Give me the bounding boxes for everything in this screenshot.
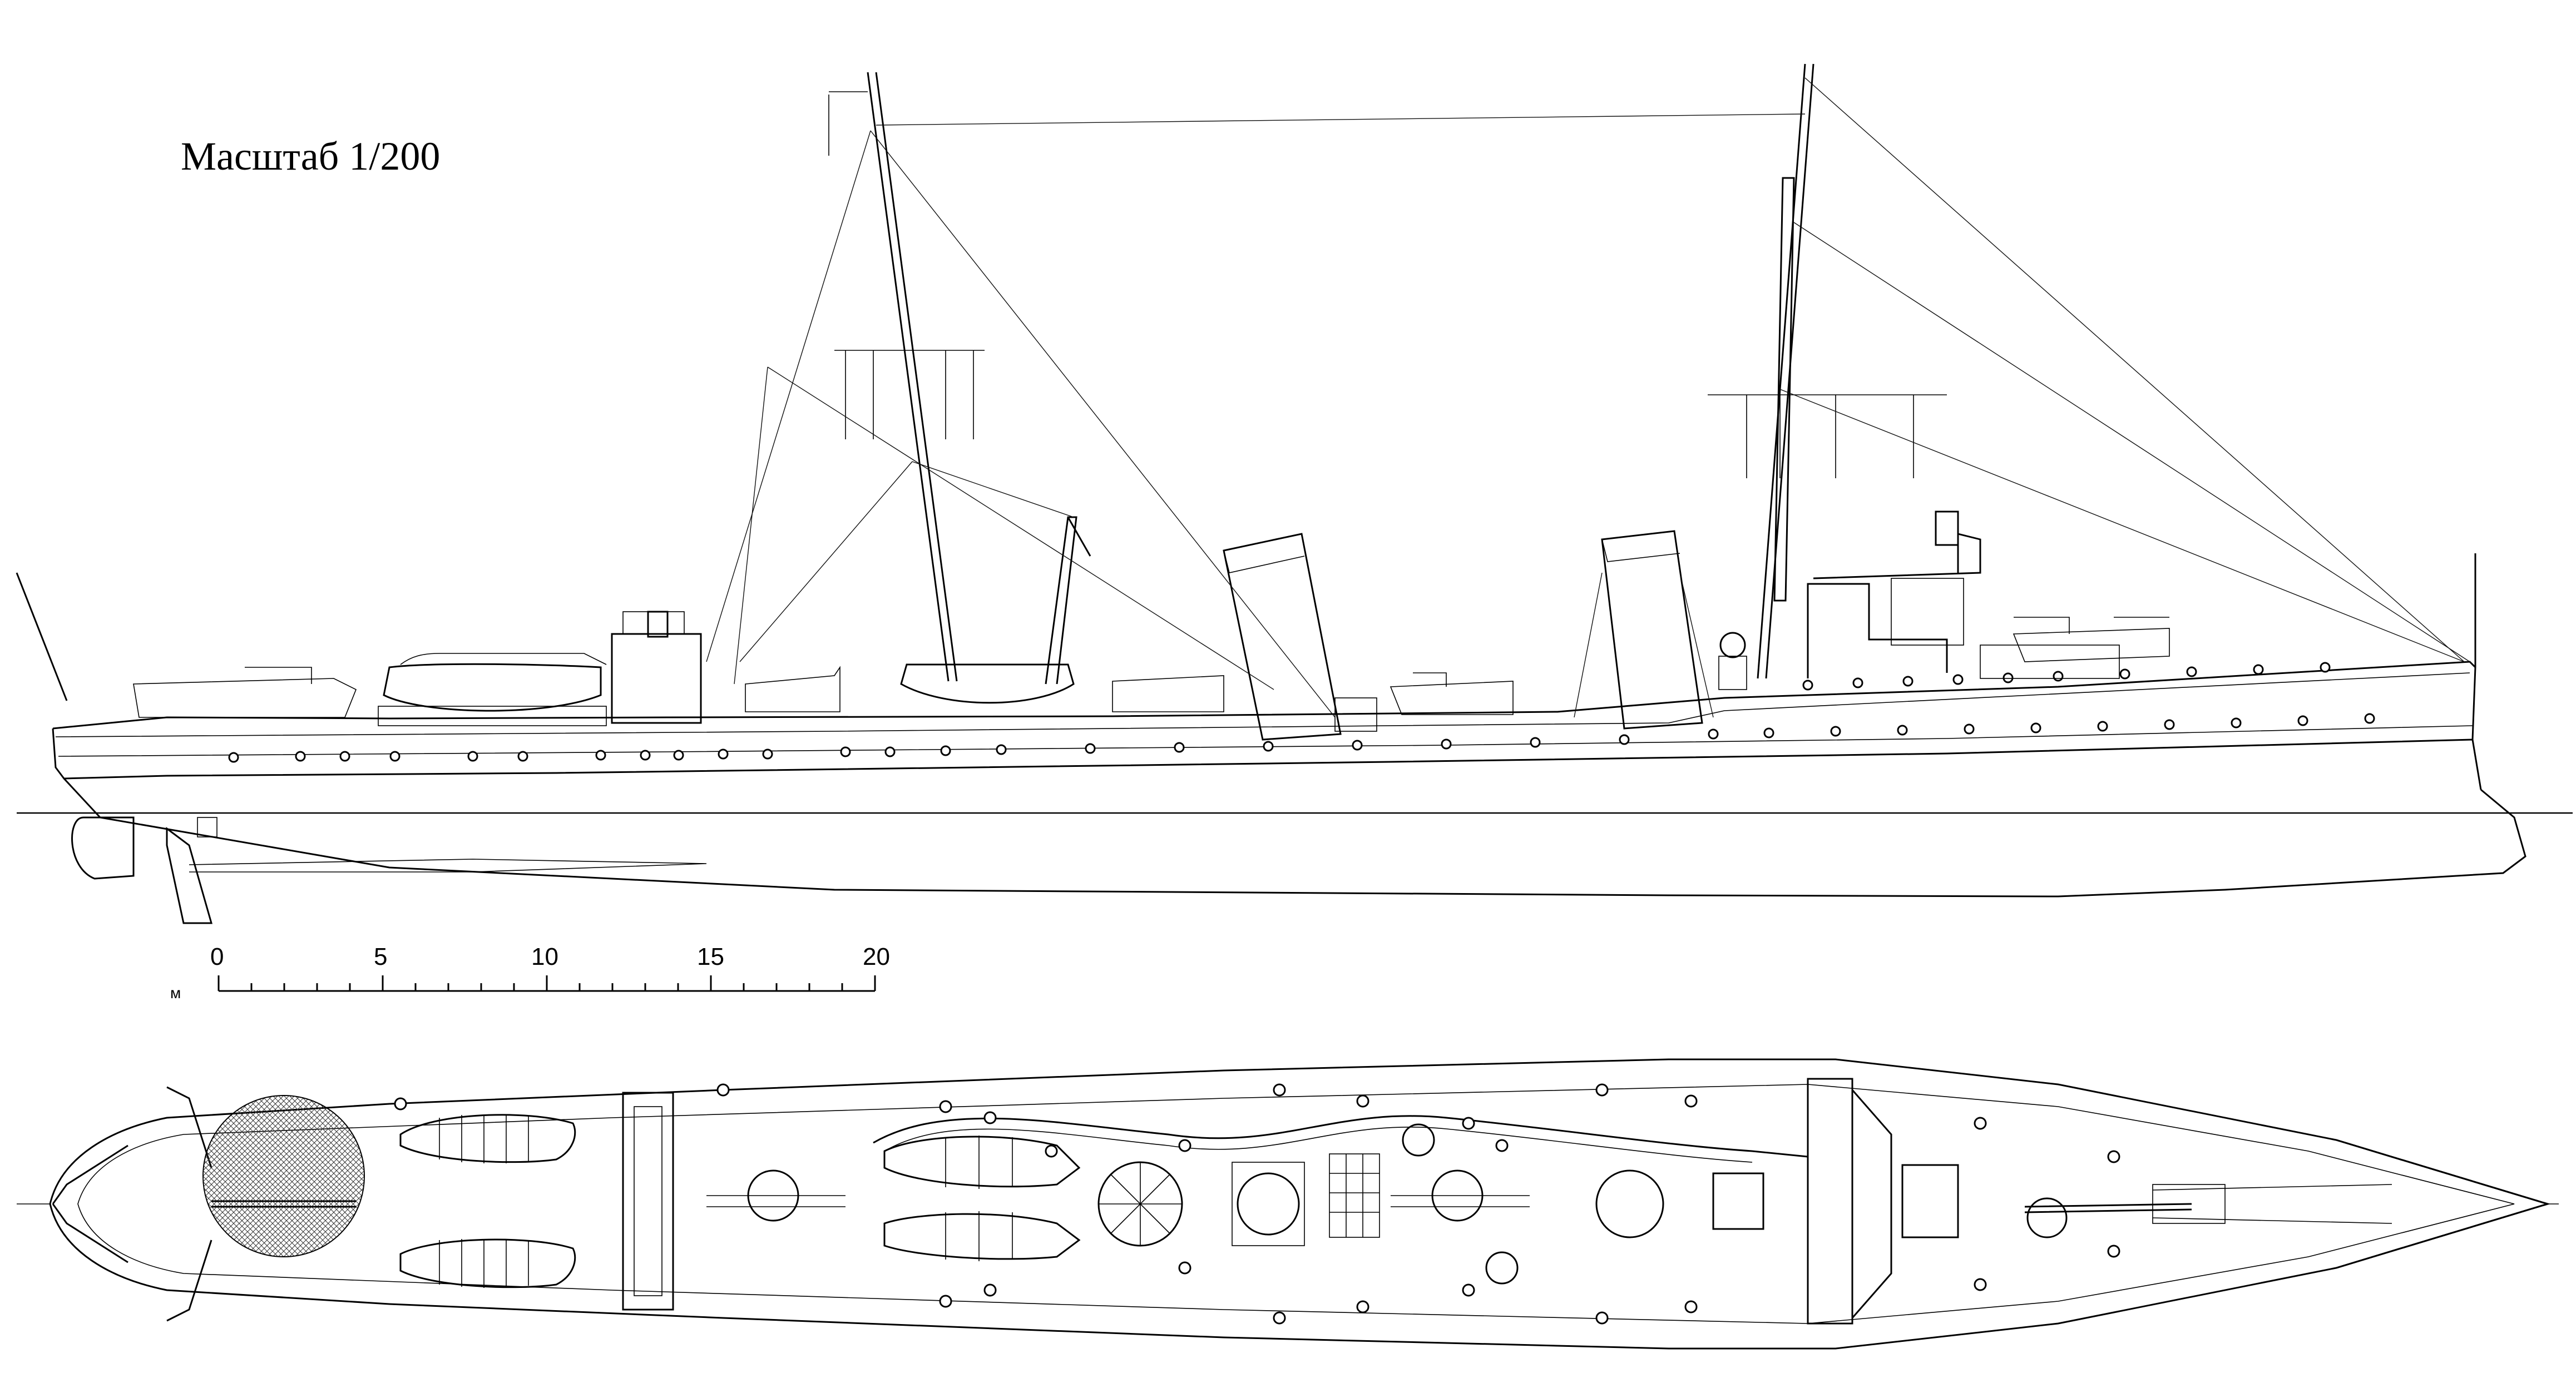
boat-thwarts-port	[439, 1115, 529, 1163]
plan-vent-1	[1402, 1123, 1435, 1157]
plan-aft-boat-stbd	[399, 1238, 576, 1288]
propeller	[166, 827, 212, 924]
deck-line	[55, 672, 2470, 737]
plan-stem	[2336, 1139, 2551, 1269]
vent-base	[1718, 656, 1747, 690]
chart-house	[1891, 578, 1964, 646]
plan-forecastle-break	[1851, 1089, 1892, 1318]
scale-label-5: 5	[374, 943, 387, 970]
side-profile-view	[16, 63, 2573, 924]
aft-funnel	[1223, 533, 1342, 741]
plan-mid-boat-thwarts	[945, 1136, 1013, 1261]
mainmast-gaff	[828, 91, 868, 156]
scale-bar: 0 5 10 15 20 м	[170, 943, 890, 1002]
midship-boat	[900, 663, 1075, 704]
plan-mid-boat-port	[883, 1136, 1081, 1188]
plan-capstan-house	[2152, 1184, 2226, 1224]
plan-torpedo-tube-1	[706, 1195, 846, 1207]
anchor-chain-stbd	[2152, 1217, 2392, 1224]
plan-fwd-house	[1901, 1164, 1959, 1238]
fore-funnel	[1601, 530, 1703, 730]
fore-funnel-cap	[1601, 539, 1680, 562]
searchlight	[647, 611, 669, 638]
vent-cowl	[1719, 632, 1746, 658]
hull-outline	[52, 661, 2482, 790]
forward-superstructure	[1807, 583, 1948, 678]
stern-staff	[16, 572, 68, 701]
plan-forward-funnel	[1595, 1169, 1664, 1238]
aft-gun-net	[202, 1095, 365, 1257]
midship-gun	[1390, 672, 1514, 715]
deck-cable-run-2	[884, 1126, 1753, 1163]
scale-label-20: 20	[863, 943, 890, 970]
forward-gun	[2013, 617, 2170, 662]
deck-cable-run	[873, 1115, 1808, 1158]
scale-title: Масштаб 1/200	[181, 134, 440, 179]
rudder	[71, 816, 135, 880]
scale-ticks	[217, 975, 876, 991]
plan-stern-outline	[52, 1144, 128, 1263]
plan-view	[17, 1058, 2559, 1350]
scale-unit: м	[170, 984, 181, 1002]
aft-gun	[133, 667, 357, 718]
aft-gun-barrel	[211, 1200, 356, 1208]
aft-boat	[383, 663, 602, 712]
plan-aft-deckhouse	[622, 1092, 674, 1311]
torpedo-tube-1	[745, 666, 840, 712]
bridge	[1813, 533, 1981, 579]
stern-bits	[166, 1086, 212, 1322]
boat-thwarts-stbd	[439, 1239, 529, 1288]
aft-deckhouse	[378, 706, 607, 726]
plan-forward-gun	[2024, 1203, 2192, 1213]
plan-vent-2	[1485, 1251, 1519, 1285]
foremast-topmast	[1773, 177, 1795, 602]
shaft-bracket	[197, 817, 217, 837]
boot-topping	[58, 725, 2473, 757]
plan-forward-gun-mount	[2026, 1197, 2068, 1238]
aft-crane	[1045, 516, 1091, 685]
aft-boat-awning	[400, 653, 607, 665]
plan-aft-funnel-spokes	[1099, 1162, 1182, 1246]
rangefinder	[1935, 510, 1959, 546]
funnel-stays	[1574, 572, 1714, 718]
forecastle-house	[1980, 645, 2120, 679]
plan-chart-house	[1712, 1172, 1764, 1230]
scale-label-15: 15	[697, 943, 724, 970]
plan-hatch-grid	[1329, 1153, 1380, 1238]
propeller-shaft	[189, 859, 707, 873]
plan-inner-line	[77, 1084, 2515, 1324]
plan-aft-boat-port	[399, 1114, 576, 1163]
mainmast	[867, 72, 958, 682]
plan-funnel-casing	[1232, 1162, 1305, 1246]
plan-mid-boat-stbd	[883, 1213, 1081, 1260]
scale-label-0: 0	[210, 943, 224, 970]
torpedo-tube-2	[1112, 675, 1224, 712]
aft-funnel-cap	[1223, 550, 1305, 573]
anchor-chain-port	[2152, 1184, 2392, 1191]
aft-superstructure	[611, 633, 702, 724]
vent-box	[1334, 697, 1377, 732]
foremast-yards	[1708, 394, 1947, 478]
plan-fore-funnel	[1237, 1172, 1300, 1236]
underwater-hull	[63, 777, 2526, 898]
portholes	[228, 662, 2375, 763]
plan-aft-deckhouse-top	[634, 1106, 662, 1296]
plan-bridge	[1807, 1078, 1853, 1325]
mainmast-yards	[834, 350, 985, 439]
searchlight-platform	[622, 611, 685, 635]
plan-deck-fittings	[394, 1083, 2120, 1325]
scale-label-10: 10	[531, 943, 558, 970]
rigging	[706, 77, 2470, 718]
plan-torpedo-tube-2	[1391, 1195, 1530, 1207]
